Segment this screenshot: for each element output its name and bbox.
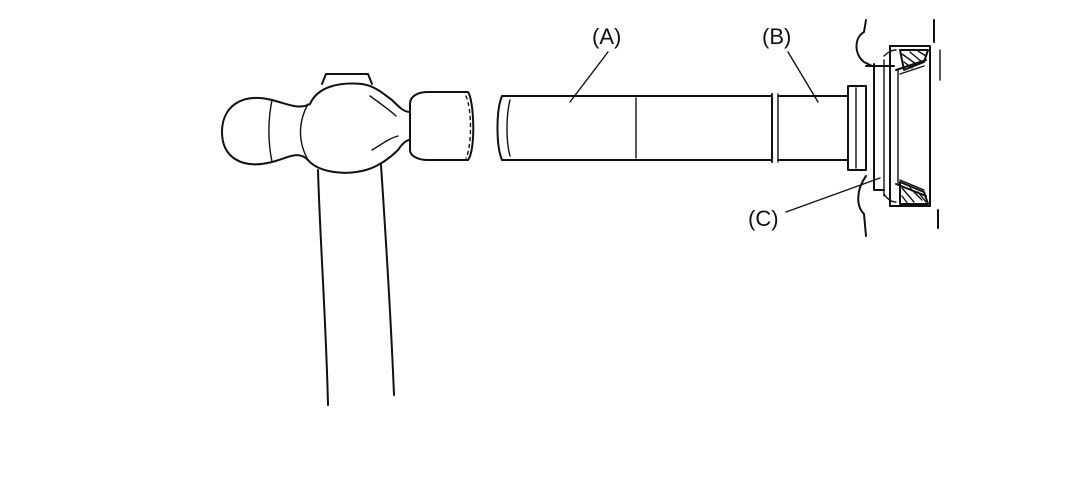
adapter-b (777, 85, 867, 171)
label-b: (B) (762, 24, 791, 49)
housing (855, 19, 941, 237)
seal-top (899, 49, 929, 71)
leader-line-c (785, 177, 881, 213)
hammer-ball-peen (221, 96, 273, 166)
hammer (221, 73, 475, 406)
drift-tool-a (496, 93, 779, 163)
hammer-face (409, 91, 475, 161)
label-a: (A) (592, 24, 621, 49)
leader-line-a (569, 51, 609, 103)
seal-bottom (899, 181, 929, 205)
hammer-head (309, 82, 393, 105)
hammer-handle (317, 169, 329, 406)
label-c: (C) (748, 206, 779, 231)
leader-line-b (787, 51, 819, 103)
